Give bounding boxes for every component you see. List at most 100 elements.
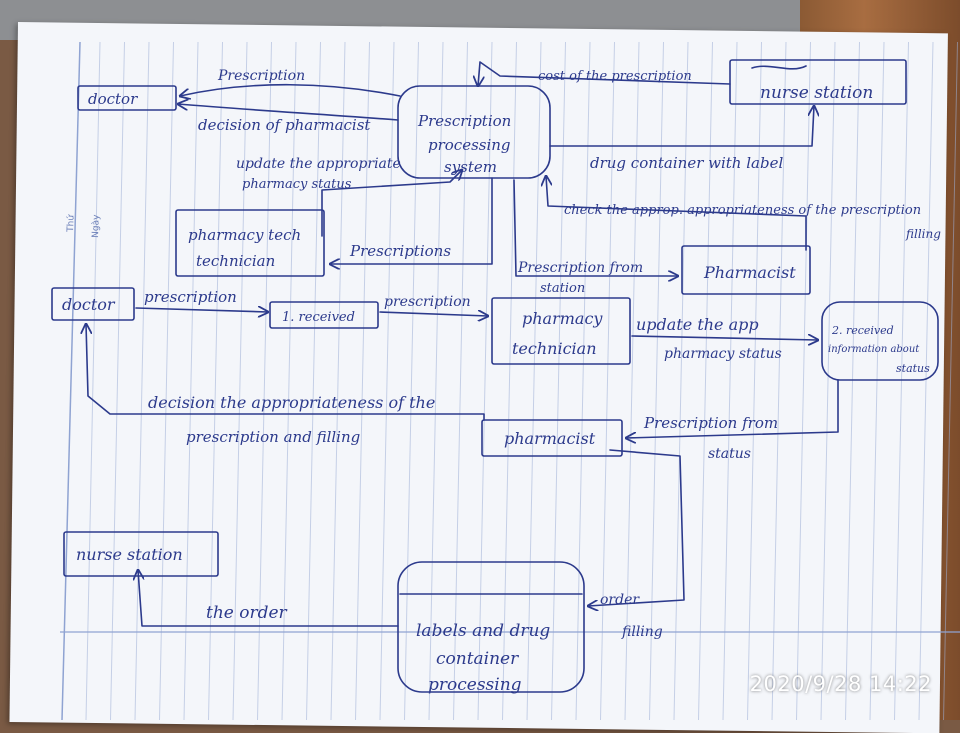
node-doctor-top <box>77 85 177 111</box>
node-pharmacist-top-label: Pharmacist <box>703 263 796 282</box>
label-container-line-1: labels and drug <box>416 621 550 641</box>
grid-vertical-line <box>722 41 738 720</box>
flow-label-update-status-top-2: pharmacy status <box>242 177 352 192</box>
grid-vertical-line <box>649 41 664 720</box>
notebook-grid <box>85 41 958 720</box>
flow-label-drug-container-label: drug container with label <box>590 154 783 172</box>
process-2-line-2: information about <box>828 344 920 355</box>
flow-arrow-drug-container-label <box>549 106 814 147</box>
flow-label-decision-appropriateness-1: decision the appropriateness of the <box>148 393 435 412</box>
flow-label-check-appropriateness-2: filling <box>905 227 941 241</box>
pharmacy-technician-top-line-1: pharmacy tech <box>188 226 301 244</box>
grid-vertical-line <box>673 41 689 720</box>
grid-vertical-line <box>232 41 248 720</box>
grid-vertical-line <box>330 41 346 720</box>
pharmacy-technician-mid-line-1: pharmacy <box>522 309 603 328</box>
pharmacy-technician-top-line-2: technician <box>196 252 275 270</box>
grid-vertical-line <box>502 41 517 720</box>
flow-arrow-prescription-mid-1 <box>135 308 268 312</box>
grid-vertical-line <box>820 41 836 720</box>
grid-vertical-line <box>894 41 909 720</box>
flow-arrow-prescription-mid-2 <box>379 312 488 316</box>
flow-label-order-filling-1: order <box>600 592 640 608</box>
grid-vertical-line <box>183 41 199 720</box>
node-nurse-station-top <box>729 59 907 105</box>
node-pharmacy-technician-top <box>175 209 325 277</box>
node-nurse-station-top-label: nurse station <box>760 83 873 103</box>
grid-vertical-line <box>869 41 885 720</box>
crossed-out-scribble <box>751 65 807 70</box>
node-pharmacy-technician-mid <box>491 297 631 365</box>
flow-label-prescription-from-status-1: Prescription from <box>643 414 778 432</box>
grid-vertical-line <box>747 41 762 720</box>
pharmacy-technician-mid-line-2: technician <box>512 339 597 358</box>
flow-arrow-copy-of-prescription <box>478 61 731 86</box>
grid-vertical-line <box>918 41 934 720</box>
grid-vertical-line <box>796 41 811 720</box>
node-process-1-received <box>269 301 379 329</box>
flow-label-the-order: the order <box>206 603 288 623</box>
node-nurse-station-bottom-label: nurse station <box>76 545 183 564</box>
grid-vertical-line <box>453 41 468 720</box>
flow-label-prescription-mid-1: prescription <box>144 288 237 306</box>
grid-vertical-line <box>428 41 444 720</box>
node-process-1-label: 1. received <box>282 310 355 325</box>
margin-label-ngay: Ngày <box>91 214 102 238</box>
grid-vertical-line <box>526 41 542 720</box>
node-pharmacist-mid-label: pharmacist <box>504 429 596 448</box>
flow-arrow-decision-appropriateness <box>86 324 485 421</box>
grid-vertical-line <box>845 41 860 720</box>
flow-arrow-update-status-top <box>321 170 462 237</box>
grid-vertical-line <box>600 41 615 720</box>
flow-arrow-prescriptions <box>330 177 493 264</box>
grid-vertical-line <box>355 41 370 720</box>
grid-vertical-line <box>551 41 566 720</box>
grid-vertical-line <box>110 41 125 720</box>
photo-timestamp: 2020/9/28 14:22 <box>749 672 932 696</box>
flow-arrow-order-filling <box>588 449 685 606</box>
flow-label-update-status-top-1: update the appropriate <box>236 156 401 172</box>
notebook-margin-line <box>61 41 81 720</box>
central-system-line-2: processing <box>428 136 511 154</box>
grid-vertical-line <box>404 41 419 720</box>
flow-label-prescription-from-station-2: station <box>540 281 585 296</box>
node-doctor-mid <box>51 287 135 321</box>
flow-label-prescription-from-station-1: Prescription from <box>517 260 643 276</box>
flow-label-prescription-from-status-2: status <box>708 446 751 462</box>
grid-vertical-line <box>281 41 297 720</box>
node-label-container-processing <box>397 561 585 693</box>
grid-vertical-line <box>771 41 787 720</box>
grid-vertical-line <box>477 41 493 720</box>
label-container-line-3: processing <box>428 675 522 695</box>
grid-vertical-line <box>575 41 591 720</box>
grid-vertical-line <box>943 41 958 720</box>
flow-label-order-filling-2: filling <box>621 624 663 640</box>
node-process-2-received-status <box>821 301 939 381</box>
flow-label-update-status-mid-2: pharmacy status <box>664 346 782 362</box>
flow-label-update-status-mid-1: update the app <box>636 315 759 334</box>
node-doctor-top-label: doctor <box>88 90 138 108</box>
grid-vertical-line <box>698 41 713 720</box>
central-system-line-3: system <box>444 158 497 176</box>
flow-arrow-check-appropriateness <box>546 176 807 251</box>
grid-vertical-line <box>379 41 395 720</box>
label-container-line-2: container <box>436 649 519 669</box>
grid-vertical-line <box>208 41 223 720</box>
process-2-line-1: 2. received <box>831 324 894 337</box>
grid-vertical-line <box>159 41 174 720</box>
flow-arrow-prescription-top <box>180 83 401 96</box>
node-pharmacist-top <box>681 245 811 295</box>
grid-vertical-line <box>306 41 321 720</box>
flow-arrow-prescription-from-status <box>626 379 839 438</box>
grid-vertical-line <box>257 41 272 720</box>
grid-vertical-line <box>85 41 101 720</box>
flow-arrow-the-order <box>138 570 399 627</box>
flow-label-prescription-mid-2: prescription <box>384 294 471 310</box>
node-doctor-mid-label: doctor <box>62 295 116 314</box>
node-pharmacist-mid <box>481 419 623 457</box>
central-system-line-1: Prescription <box>417 112 511 130</box>
flow-label-decision-appropriateness-2: prescription and filling <box>186 428 360 446</box>
flow-label-decision-of-pharmacist: decision of pharmacist <box>198 116 371 134</box>
process-2-line-3: status <box>896 362 930 375</box>
